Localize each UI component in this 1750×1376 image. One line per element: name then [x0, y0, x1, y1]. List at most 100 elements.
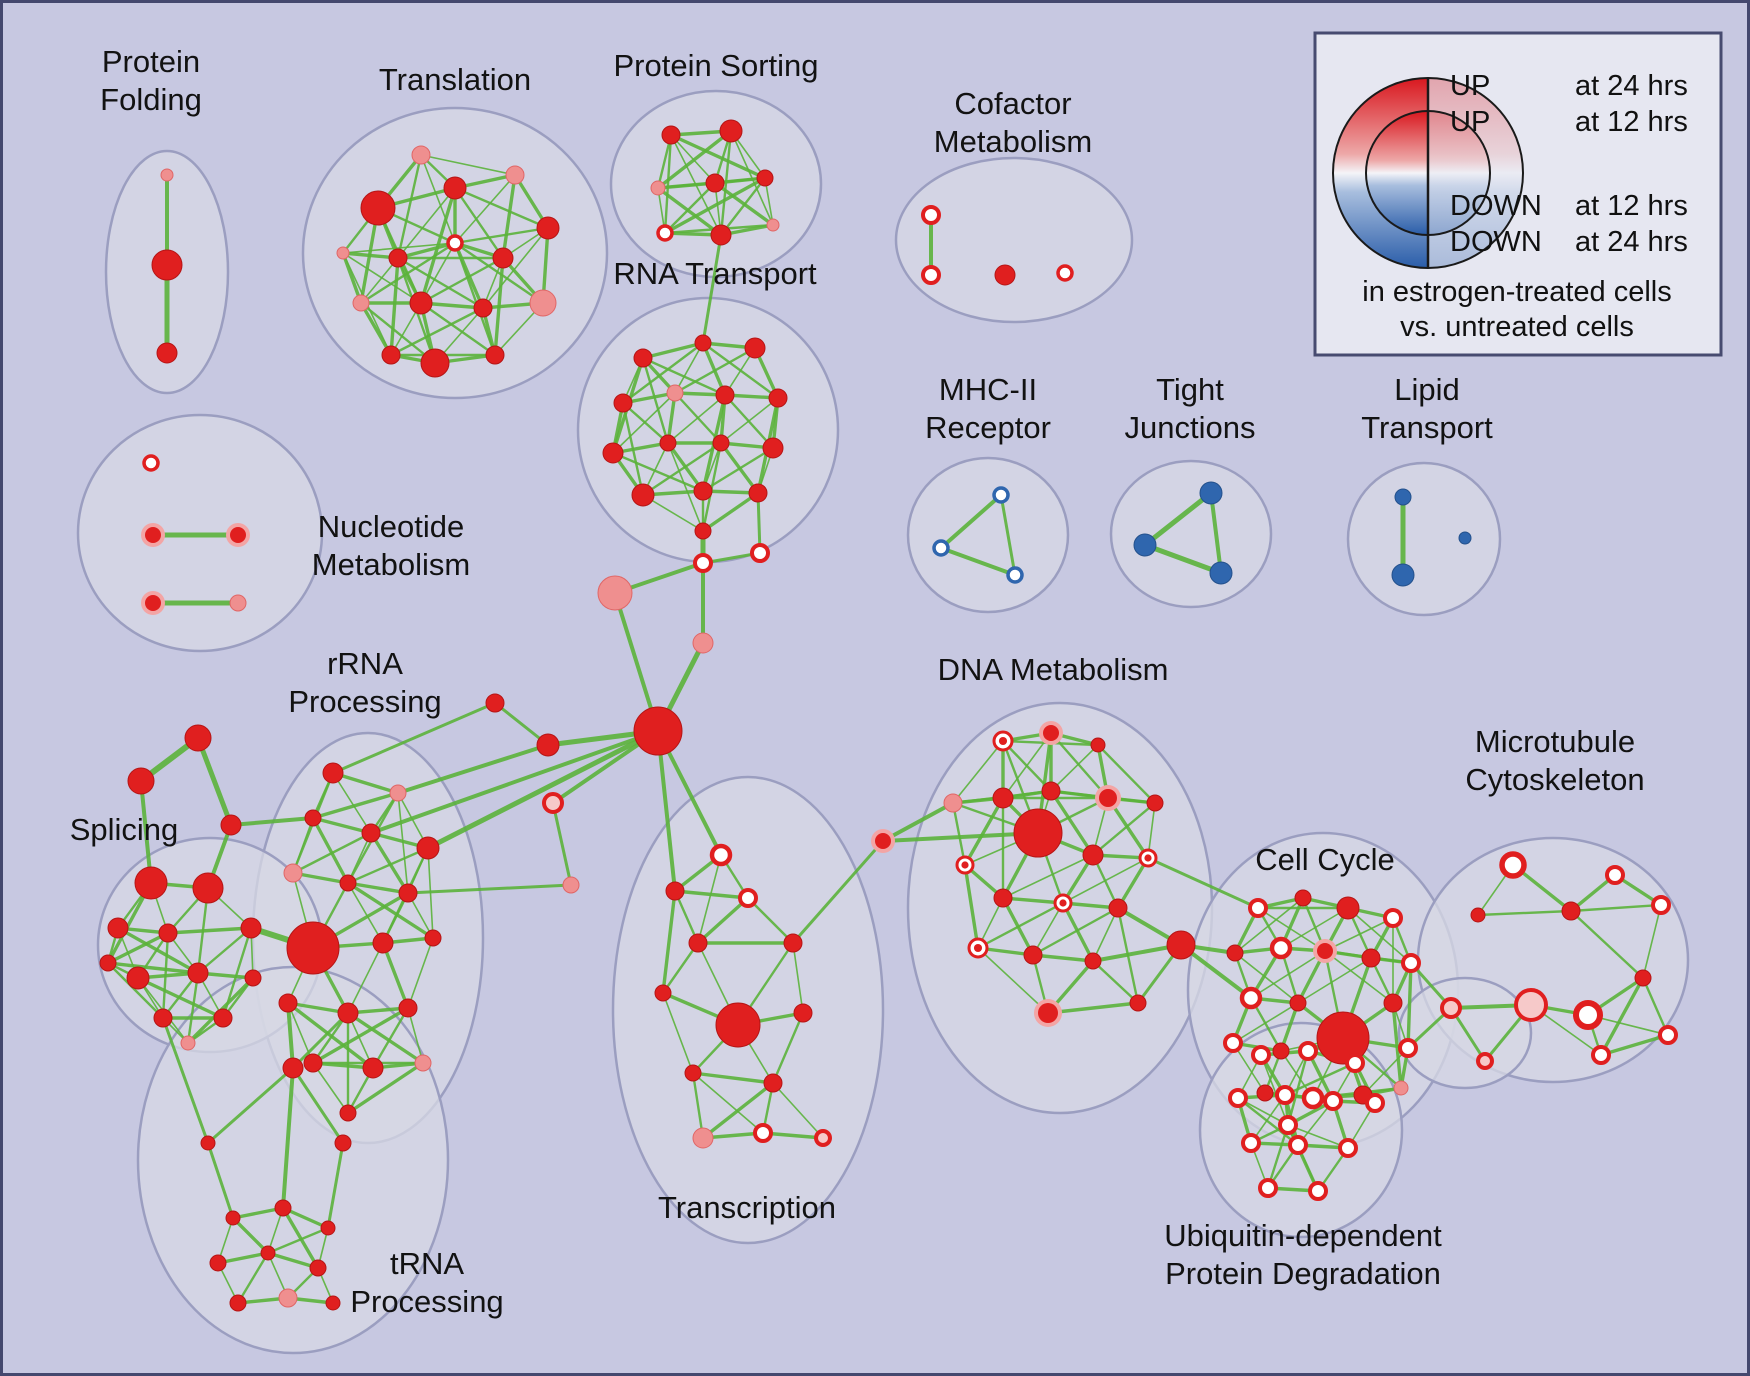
node-ps3: [705, 173, 725, 193]
node-ps1: [719, 119, 743, 143]
network-edge: [161, 1016, 210, 1145]
node-tr0: [411, 145, 431, 165]
network-edge: [1391, 1001, 1403, 1090]
network-edge: [756, 491, 762, 555]
network-edge: [1599, 1033, 1670, 1057]
node-ub10: [1258, 1178, 1278, 1198]
node-dm11: [955, 855, 975, 875]
network-edge: [331, 701, 497, 775]
network-edge: [360, 257, 399, 304]
node-ps4: [756, 169, 774, 187]
network-edge: [359, 301, 437, 365]
network-edge: [454, 174, 516, 244]
node-rt13: [748, 483, 768, 503]
node-f6: [536, 733, 560, 757]
node-sp3: [158, 923, 178, 943]
network-edge: [772, 1082, 824, 1139]
network-edge: [420, 154, 456, 244]
node-tj1: [1133, 533, 1157, 557]
network-edge: [347, 882, 384, 944]
network-edge: [1236, 1096, 1300, 1147]
node-rt3: [613, 393, 633, 413]
node-tp10: [278, 1288, 298, 1308]
node-tp0: [282, 1057, 304, 1079]
network-edge: [396, 743, 550, 795]
network-edge: [396, 153, 423, 260]
node-cc4: [1226, 944, 1244, 962]
node-mc2: [1605, 865, 1625, 885]
network-edge: [106, 961, 200, 975]
node-ub4: [1275, 1085, 1295, 1105]
node-f1: [750, 543, 770, 563]
node-nm1: [141, 523, 165, 547]
node-sp6: [187, 962, 209, 984]
network-edge: [641, 441, 723, 497]
node-rt14: [694, 522, 712, 540]
node-dm19: [1129, 994, 1147, 1012]
node-tx2: [738, 888, 758, 908]
node-lt2: [1458, 531, 1472, 545]
network-edge: [976, 901, 1065, 950]
node-dm8: [1013, 808, 1063, 858]
network-edge: [1234, 897, 1304, 954]
network-edge: [939, 493, 1003, 550]
node-cc12: [1383, 993, 1403, 1013]
network-edge: [453, 241, 497, 357]
network-edge: [106, 961, 165, 1020]
legend-caption-line1: in estrogen-treated cells: [1362, 276, 1672, 308]
node-rr10: [424, 929, 442, 947]
network-edge: [1642, 904, 1662, 979]
node-tx1: [665, 881, 685, 901]
network-edge: [1324, 950, 1394, 1004]
legend-up-24-word: UP: [1450, 70, 1490, 102]
node-sp7: [244, 969, 262, 987]
node-dm1: [1039, 721, 1063, 745]
legend-down-12-time: at 12 hrs: [1575, 190, 1688, 222]
network-edge: [1266, 1123, 1290, 1190]
network-edge: [347, 942, 384, 1014]
node-sm0: [1440, 997, 1462, 1019]
network-edge: [951, 801, 967, 867]
node-cc5: [1269, 936, 1293, 960]
cluster-ellipse-tj: [1109, 459, 1273, 609]
network-edge: [1062, 857, 1149, 904]
node-rr4: [416, 836, 440, 860]
cluster-ellipse-sm: [1397, 976, 1533, 1090]
node-tr9: [409, 291, 433, 315]
node-ub11: [1308, 1181, 1328, 1201]
network-edge: [106, 931, 170, 965]
network-edge: [746, 896, 795, 945]
network-edge: [346, 1011, 425, 1065]
network-edge: [1234, 952, 1299, 1004]
network-edge: [266, 1226, 330, 1255]
network-edge: [1362, 1047, 1409, 1096]
node-rt8: [659, 434, 677, 452]
node-tx9: [763, 1073, 783, 1093]
cluster-ellipse-mhc: [906, 456, 1070, 614]
network-edge: [389, 306, 485, 357]
node-cc17: [1301, 1086, 1325, 1110]
node-rr2: [304, 809, 322, 827]
legend-down-24-time: at 24 hrs: [1575, 226, 1688, 258]
network-edge: [1347, 907, 1412, 964]
network-edge: [719, 176, 767, 237]
node-tp9: [229, 1294, 247, 1312]
network-edge: [346, 846, 430, 885]
node-ft1: [127, 767, 155, 795]
node-dm7: [1146, 794, 1164, 812]
network-edge: [1297, 957, 1372, 1004]
network-edge: [291, 831, 373, 875]
node-f0: [693, 553, 713, 573]
node-cc8: [1401, 953, 1421, 973]
node-cc1: [1294, 889, 1312, 907]
node-sp2: [107, 917, 129, 939]
network-edge: [311, 1006, 410, 1065]
network-edge: [482, 227, 549, 309]
network-edge: [419, 301, 497, 357]
node-cc15: [1398, 1038, 1418, 1058]
node-dm2: [1090, 737, 1106, 753]
cluster-ellipse-tr: [301, 106, 609, 400]
legend-caption-line2: vs. untreated cells: [1400, 311, 1634, 343]
node-tx10: [692, 1127, 714, 1149]
network-edge: [656, 729, 677, 893]
